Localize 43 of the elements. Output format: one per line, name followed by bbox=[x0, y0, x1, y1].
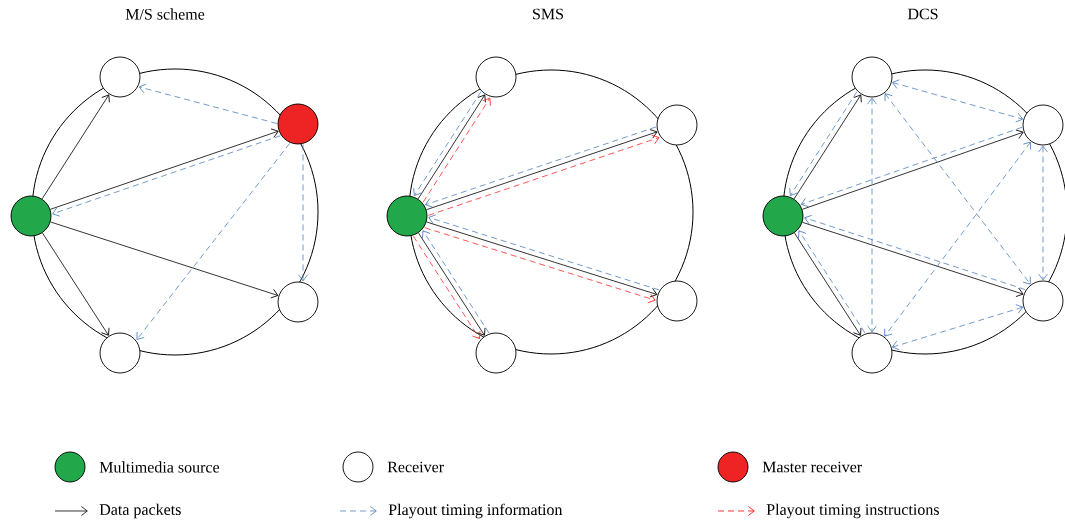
arrow bbox=[52, 135, 281, 217]
legend-label: Master receiver bbox=[762, 461, 862, 473]
arrow bbox=[1038, 145, 1048, 281]
panel-title: DCS bbox=[907, 8, 938, 20]
receiver-circle bbox=[1022, 104, 1064, 146]
source-circle bbox=[386, 195, 428, 237]
arrow bbox=[428, 214, 660, 291]
receiver-circle bbox=[656, 104, 698, 146]
source-circle bbox=[10, 195, 52, 237]
arrow bbox=[424, 227, 656, 304]
receiver-circle bbox=[656, 280, 698, 322]
arrow bbox=[41, 94, 110, 200]
arrow bbox=[804, 214, 1026, 290]
receiver-circle bbox=[851, 56, 893, 98]
receiver-circle bbox=[851, 332, 893, 374]
legend-label: Multimedia source bbox=[99, 461, 220, 473]
arrow bbox=[49, 128, 279, 210]
arrow bbox=[138, 83, 278, 124]
legend-label: Receiver bbox=[387, 461, 444, 473]
arrow bbox=[891, 304, 1024, 351]
legend-label: Playout timing instructions bbox=[766, 503, 939, 519]
legend-label: Playout timing information bbox=[388, 503, 563, 519]
arrow bbox=[867, 97, 877, 333]
arrow bbox=[426, 221, 658, 298]
source-circle bbox=[762, 195, 804, 237]
arrow bbox=[136, 143, 291, 340]
master-receiver-circle bbox=[277, 103, 319, 145]
legend-label: Data packets bbox=[99, 503, 181, 519]
arrow bbox=[892, 79, 1024, 123]
receiver-circle bbox=[475, 332, 517, 374]
receiver-circle bbox=[99, 332, 141, 374]
arrow bbox=[884, 141, 1031, 337]
receiver-circle bbox=[1022, 280, 1064, 322]
receiver-circle bbox=[475, 56, 517, 98]
arrow bbox=[884, 93, 1031, 285]
arrow bbox=[50, 221, 279, 299]
arrow bbox=[42, 232, 110, 336]
panel-title: SMS bbox=[533, 8, 563, 20]
arrow bbox=[802, 221, 1024, 297]
receiver-circle bbox=[99, 56, 141, 98]
panel-title: M/S scheme bbox=[125, 8, 205, 20]
arrow bbox=[298, 144, 308, 282]
receiver-circle bbox=[277, 281, 319, 323]
